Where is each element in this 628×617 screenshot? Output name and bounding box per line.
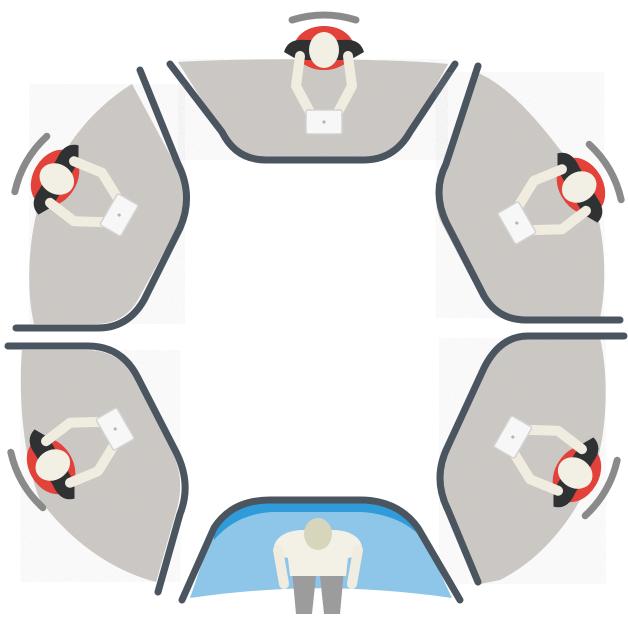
workstation-top: [284, 11, 364, 135]
person-head: [561, 171, 597, 203]
workstation-upper-right: [497, 140, 625, 245]
person-head: [39, 163, 75, 195]
standing-person-shirt: [274, 530, 362, 576]
standing-person-trousers: [292, 570, 344, 614]
chair-back: [288, 11, 360, 24]
person-head: [557, 457, 593, 489]
person-head: [35, 449, 71, 481]
chair-back: [585, 140, 625, 204]
person-head: [309, 32, 339, 68]
chair-back: [7, 448, 47, 512]
workstation-lower-left: [7, 407, 135, 512]
workstation-upper-left: [11, 132, 139, 237]
desk-upper-left: [12, 66, 191, 332]
workstation-lower-right: [493, 415, 621, 520]
standing-person: [273, 518, 363, 614]
standing-person-head: [304, 518, 332, 550]
chair-back: [581, 456, 621, 520]
chair-back: [11, 132, 51, 196]
